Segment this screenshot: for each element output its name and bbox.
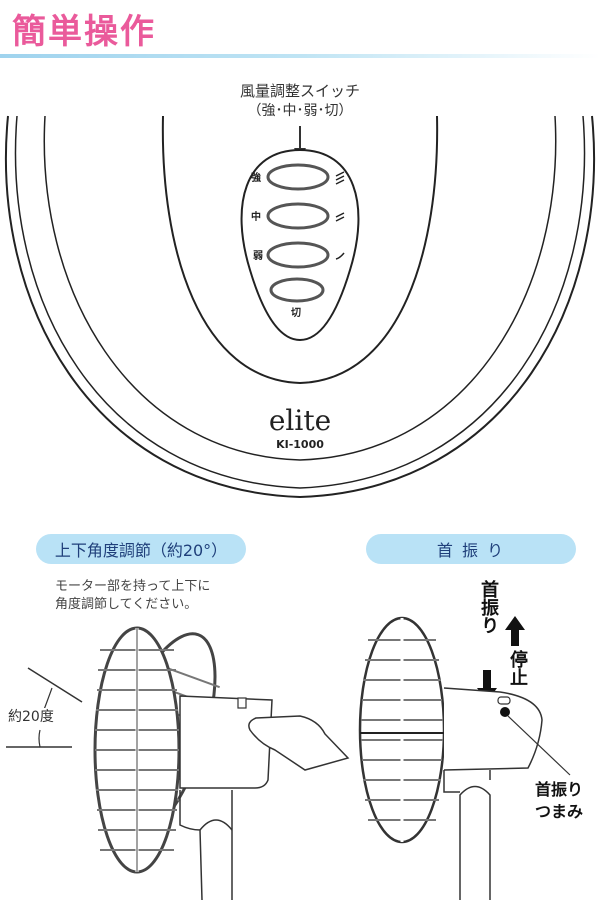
svg-text:中: 中 [251,210,261,223]
switch-callout-title: 風量調整スイッチ [239,82,360,100]
knob-label-line2: つまみ [535,802,584,821]
knob-label-line1: 首振り [535,780,584,799]
tilt-note-line2: 角度調節してください。 [55,597,198,612]
title-underline [0,54,600,58]
stop-label: 停止 [507,650,528,686]
tilt-fan-illustration [6,626,350,900]
svg-text:切: 切 [291,307,301,319]
tilt-angle-label: 約20度 [8,708,54,726]
switch-off-button[interactable] [271,279,323,301]
switch-weak-button[interactable] [268,243,328,267]
switch-callout-subtitle: （強･中･弱･切） [247,103,353,119]
speed-buttons [266,163,330,303]
oscillation-section-badge: 首 振 り [366,534,576,564]
page-title: 簡単操作 [12,12,156,52]
tilt-section-badge: 上下角度調節（約20°） [36,534,246,564]
svg-text:KI-1000: KI-1000 [276,438,324,451]
switch-medium-button[interactable] [268,204,328,228]
oscillation-fan-illustration [358,616,571,900]
svg-text:弱: 弱 [253,250,263,262]
tilt-note-line1: モーター部を持って上下に [55,579,211,594]
switch-strong-button[interactable] [268,165,328,189]
fan-base-illustration: elite KI-1000 強 中 弱 切 [4,115,596,499]
oscillate-label: 首振り [478,580,499,634]
svg-text:強: 強 [251,171,261,184]
svg-text:elite: elite [269,404,331,437]
